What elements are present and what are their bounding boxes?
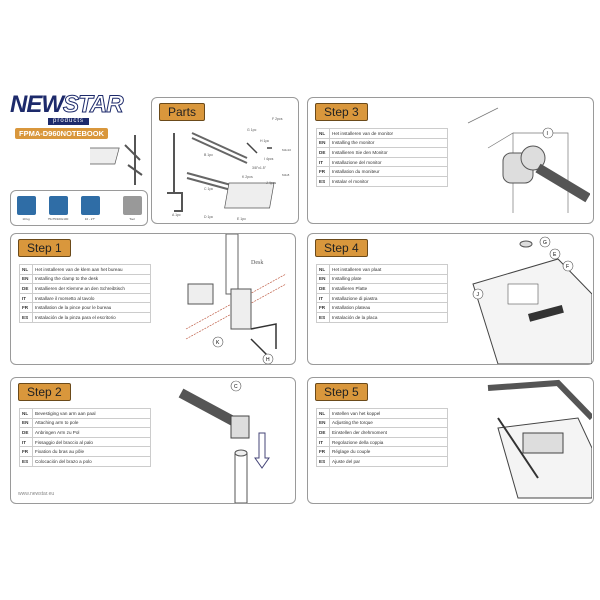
part-note: M4x10 xyxy=(282,148,291,152)
part-note: 3/8"x1.5" xyxy=(252,166,267,170)
screen-size-icon xyxy=(81,196,100,215)
step-2-title: Step 2 xyxy=(18,383,71,401)
parts-panel: Parts A 1pc B 1pc C 1pc D 1pc E 1pc F 2p… xyxy=(151,97,299,224)
step-4-diagram: G E F J xyxy=(472,236,592,364)
model-number: FPMA-D960NOTEBOOK xyxy=(15,128,109,139)
brand-sub: products xyxy=(48,118,90,125)
spec-icons-box: 10 kg 75x75/100x100 10 - 27" Tool xyxy=(10,190,148,226)
step-1-title: Step 1 xyxy=(18,239,71,257)
callout-label: J xyxy=(477,292,480,298)
part-label: E 1pc xyxy=(237,217,246,221)
part-label: D 1pc xyxy=(204,215,213,219)
step-2-diagram: C xyxy=(178,380,270,503)
callout-label: H xyxy=(266,357,270,363)
footer-url[interactable]: www.newstar.eu xyxy=(18,491,55,497)
part-label: K 2pcs xyxy=(242,175,253,179)
part-label: I 4pcs xyxy=(264,157,274,161)
spec-label: 10 kg xyxy=(22,217,30,221)
product-illustration xyxy=(90,135,143,185)
vesa-icon xyxy=(49,196,68,215)
part-label: A 1pc xyxy=(172,213,181,217)
callout-label: C xyxy=(234,384,238,390)
callout-label: F xyxy=(566,264,569,270)
step-1-diagram: Desk K H xyxy=(185,234,287,364)
parts-title: Parts xyxy=(159,103,206,121)
part-label: J 4pcs xyxy=(266,181,276,185)
callout-label: E xyxy=(553,252,557,258)
callout-label: I xyxy=(547,131,548,137)
part-label: C 1pc xyxy=(204,187,213,191)
callout-label: G xyxy=(543,240,547,246)
parts-diagram: A 1pc B 1pc C 1pc D 1pc E 1pc F 2pcs G 1… xyxy=(167,117,291,221)
desk-label: Desk xyxy=(251,260,263,266)
step-5-title: Step 5 xyxy=(315,383,368,401)
weight-icon xyxy=(17,196,36,215)
step-5-diagram xyxy=(487,379,592,499)
screwdriver-icon xyxy=(123,196,142,215)
step-3-title: Step 3 xyxy=(315,103,368,121)
part-note: M4x8 xyxy=(282,173,290,177)
part-label: G 1pc xyxy=(247,128,257,132)
brand-logo: NEWSTAR xyxy=(10,91,124,118)
callout-label: K xyxy=(216,340,220,346)
part-label: H 1pc xyxy=(260,139,269,143)
spec-label: 10 - 27" xyxy=(84,217,96,221)
step-3-diagram: I xyxy=(467,107,590,213)
part-label: F 2pcs xyxy=(272,117,283,121)
spec-label: Tool xyxy=(129,217,135,221)
spec-label: 75x75/100x100 xyxy=(47,217,69,221)
step-4-title: Step 4 xyxy=(315,239,368,257)
part-label: B 1pc xyxy=(204,153,213,157)
